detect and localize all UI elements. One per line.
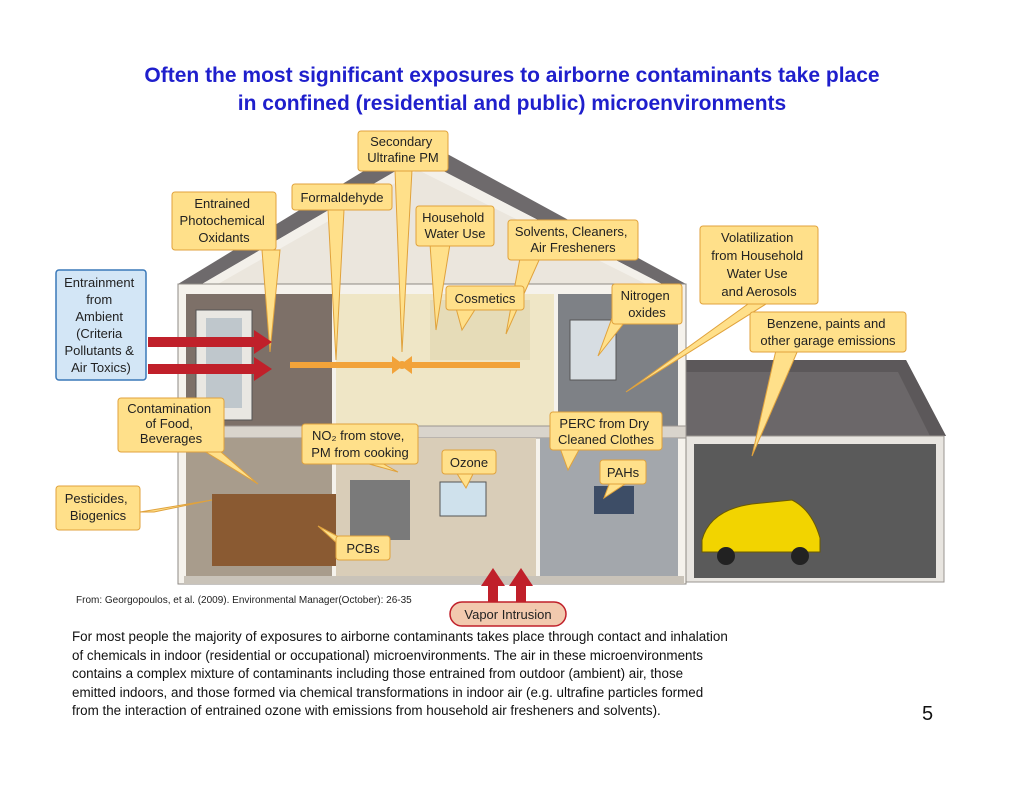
svg-text:Formaldehyde: Formaldehyde [300, 190, 383, 205]
body-line-3: contains a complex mixture of contaminan… [72, 666, 684, 682]
callout-contamination-food: Contamination of Food, Beverages [117, 397, 225, 453]
callout-pcbs: PCBs [335, 535, 391, 561]
svg-text:Entrained Photochemica: Entrained Photochemical Oxidants [180, 196, 269, 245]
callout-ozone: Ozone [441, 449, 497, 475]
callout-solvents-cleaners: Solvents, Cleaners, Air Fresheners [507, 219, 639, 261]
svg-text:Household Water Use: Household Water Use [422, 210, 488, 241]
mixing-arrows [290, 356, 520, 374]
svg-text:Entrainment from: Entrainment from Ambient (Criteria Pollu… [64, 275, 138, 375]
svg-text:Benzene, paints and ot: Benzene, paints and other garage emissio… [760, 316, 896, 348]
vapor-intrusion-arrow-left [481, 568, 505, 604]
svg-text:PAHs: PAHs [607, 465, 640, 480]
svg-text:Vapor Intrusion: Vapor Intrusion [464, 607, 551, 622]
svg-text:PERC from Dry Cleaned: PERC from Dry Cleaned Clothes [558, 416, 655, 447]
title-line-1: Often the most significant exposures to … [144, 64, 880, 87]
svg-text:Volatilization from Ho: Volatilization from Household Water Use … [711, 230, 806, 299]
car-illustration [701, 499, 821, 565]
callout-household-water-use: Household Water Use [415, 205, 495, 247]
body-line-4: emitted indoors, and those formed via ch… [72, 684, 704, 700]
body-line-5: from the interaction of entrained ozone … [72, 703, 661, 719]
callout-pahs: PAHs [599, 459, 647, 485]
body-line-1: For most people the majority of exposure… [72, 629, 728, 644]
callout-volatilization: Volatilization from Household Water Use … [699, 225, 819, 305]
slide-title: Often the most significant exposures to … [40, 62, 984, 118]
callout-perc: PERC from Dry Cleaned Clothes [549, 411, 663, 451]
svg-text:Contamination of Food,: Contamination of Food, Beverages [127, 401, 214, 446]
callout-no2-stove: NO₂ from stove, PM from cooking [301, 423, 419, 465]
svg-text:Ozone: Ozone [450, 455, 488, 470]
entrainment-arrow-lower [148, 357, 272, 381]
svg-text:Solvents, Cleaners, Ai: Solvents, Cleaners, Air Fresheners [515, 224, 631, 255]
page-number: 5 [922, 703, 934, 725]
callout-secondary-ultrafine-pm: Secondary Ultrafine PM [357, 130, 449, 172]
red-arrows [148, 330, 533, 604]
callout-pesticides: Pesticides, Biogenics [55, 485, 141, 531]
main-roof [178, 138, 686, 284]
body-paragraph: For most people the majority of exposure… [72, 628, 872, 721]
svg-text:Pesticides, Biogenics: Pesticides, Biogenics [65, 491, 132, 523]
citation: From: Georgopoulos, et al. (2009). Envir… [76, 595, 412, 606]
body-line-2: of chemicals in indoor (residential or o… [72, 647, 703, 663]
svg-text:Secondary Ultrafine PM: Secondary Ultrafine PM [367, 134, 439, 165]
svg-text:Nitrogen oxides: Nitrogen oxides [621, 288, 674, 320]
vapor-intrusion-arrow-right [509, 568, 533, 604]
callout-vapor-intrusion: Vapor Intrusion [449, 601, 567, 627]
entrainment-arrow-upper [148, 330, 272, 354]
svg-text:Cosmetics: Cosmetics [455, 291, 516, 306]
callout-nitrogen-oxides: Nitrogen oxides [611, 283, 683, 325]
callout-formaldehyde: Formaldehyde [291, 183, 393, 211]
callout-cosmetics: Cosmetics [445, 285, 525, 311]
title-line-2: in confined (residential and public) mic… [237, 92, 787, 115]
svg-text:NO₂ from stove, PM fro: NO₂ from stove, PM from cooking [311, 428, 409, 460]
svg-text:PCBs: PCBs [346, 541, 380, 556]
callout-entrainment-from-ambient: Entrainment from Ambient (Criteria Pollu… [55, 269, 147, 381]
callout-benzene-paints: Benzene, paints and other garage emissio… [749, 311, 907, 353]
garage-roof [684, 360, 946, 436]
callout-entrained-photochemical-oxidants: Entrained Photochemical Oxidants [171, 191, 277, 251]
callout-boxes: Secondary Ultrafine PM Entrained Photoch… [55, 130, 907, 627]
